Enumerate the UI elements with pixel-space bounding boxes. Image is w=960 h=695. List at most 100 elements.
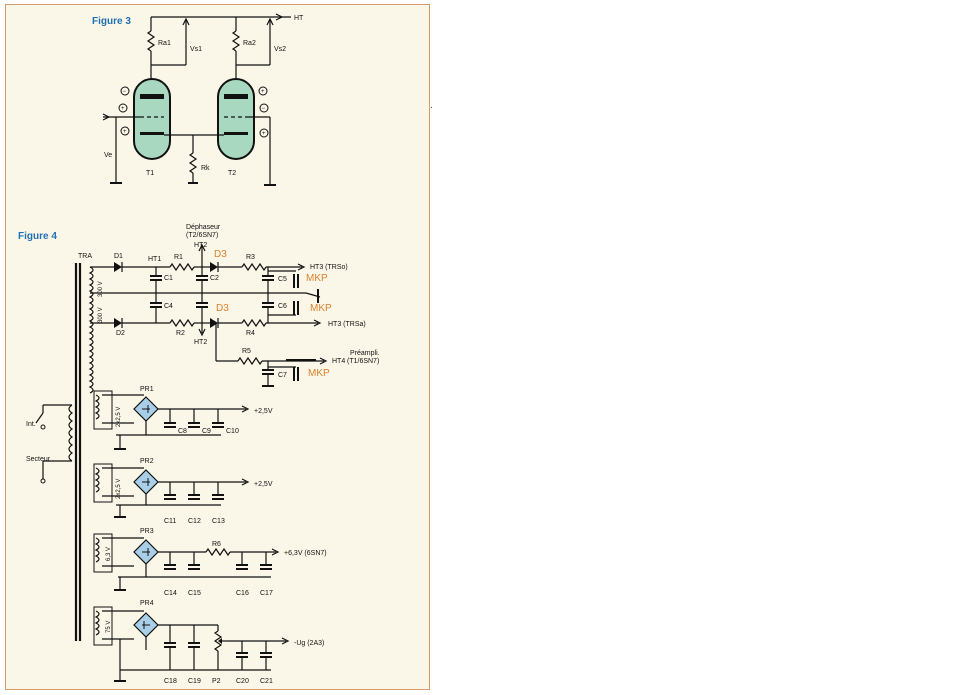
schematic-drawing: HT Ra1 Vs1 Ra2 Vs2 <box>26 13 380 685</box>
ra1-label: Ra1 <box>158 40 171 47</box>
c20-label: C20 <box>236 678 249 685</box>
tube-t2 <box>217 78 255 160</box>
phase-splitter-model: (T2/6SN7) <box>186 232 218 239</box>
rk-label: Rk <box>201 165 210 172</box>
pr4-label: PR4 <box>140 600 154 607</box>
svg-text:−: − <box>262 106 266 112</box>
c13-label: C13 <box>212 518 225 525</box>
c18-label: C18 <box>164 678 177 685</box>
svg-text:+: + <box>261 89 265 95</box>
phase-splitter-label: Déphaseur <box>186 224 221 231</box>
pr1-block: 2x2,5 V PR1 +2,5V C8 C9 <box>93 386 273 450</box>
mkp-annotation-2: MKP <box>310 303 332 314</box>
figure-3-diagram: HT Ra1 Vs1 Ra2 Vs2 <box>102 13 304 186</box>
c21-label: C21 <box>260 678 273 685</box>
tube-t1 <box>133 78 171 160</box>
ve-label: Ve <box>104 152 112 159</box>
c17-label: C17 <box>260 590 273 597</box>
svg-text:+: + <box>262 131 266 137</box>
mains-label: Secteur <box>26 456 51 463</box>
pr4-winding-label: 75 V <box>106 621 112 633</box>
polarity-signs: − + + + − + <box>118 86 269 138</box>
pr1-winding-label: 2x2,5 V <box>116 407 122 427</box>
diode-d2 <box>114 318 122 328</box>
pr3-winding-label: 6,3 V <box>106 547 112 561</box>
r3-label: R3 <box>246 254 255 261</box>
top-capacitors: C1 C2 C5 MKP <box>150 267 328 288</box>
c7-label: C7 <box>278 372 287 379</box>
mkp-annotation-3: MKP <box>308 368 330 379</box>
c5-label: C5 <box>278 276 287 283</box>
diode-d1 <box>114 262 122 272</box>
figure-4-title: Figure 4 <box>18 231 57 242</box>
resistor-r4 <box>241 318 267 328</box>
tra-label: TRA <box>78 253 92 260</box>
ht-winding <box>88 266 94 394</box>
resistor-ra2 <box>231 30 241 52</box>
preampli-label: Préampli. <box>350 350 380 357</box>
c16-label: C16 <box>236 590 249 597</box>
preampli-model: (T1/6SN7) <box>347 358 379 365</box>
pr2-output-label: +2,5V <box>254 481 273 488</box>
t1-label: T1 <box>146 170 154 177</box>
r6-label: R6 <box>212 541 221 548</box>
svg-text:−: − <box>123 89 127 95</box>
resistor-rk <box>188 152 198 174</box>
stray-dot: . <box>430 100 433 111</box>
ht3-top-label: HT3 (TRSo) <box>310 264 348 271</box>
pr1-output-label: +2,5V <box>254 408 273 415</box>
primary-winding <box>68 404 74 462</box>
r1-label: R1 <box>174 254 183 261</box>
c11-label: C11 <box>164 518 176 525</box>
ht2-bottom-label: HT2 <box>194 339 207 346</box>
switch-label: Int. <box>26 421 36 428</box>
pr2-block: 2x2,5 V PR2 +2,5V C11 C1 <box>93 458 273 525</box>
ht2-top-label: HT2 <box>194 242 207 249</box>
ht3-bottom-label: HT3 (TRSa) <box>328 321 366 328</box>
svg-text:+: + <box>123 129 127 135</box>
winding-300b-label: 300 V <box>98 307 104 323</box>
d2-label: D2 <box>116 330 125 337</box>
r4-label: R4 <box>246 330 255 337</box>
winding-300a-label: 300 V <box>98 281 104 297</box>
t2-label: T2 <box>228 170 236 177</box>
ra2-label: Ra2 <box>243 40 256 47</box>
pr3-output-label: +6,3V (6SN7) <box>284 550 327 557</box>
resistor-r3 <box>241 262 267 272</box>
diode-d3-bottom <box>210 318 218 328</box>
ht4-label: HT4 <box>332 358 345 365</box>
vs1-label: Vs1 <box>190 46 202 53</box>
schematic-frame: Figure 3 Figure 4 HT Ra1 Vs1 Ra2 <box>5 4 430 690</box>
c10-label: C10 <box>226 428 239 435</box>
figure-3-title: Figure 3 <box>92 16 131 27</box>
c8-label: C8 <box>178 428 187 435</box>
mkp-annotation-1: MKP <box>306 273 328 284</box>
pr3-block: 6,3 V PR3 R6 +6,3V (6SN7) C14 <box>93 528 327 597</box>
ht-arrow <box>275 13 284 21</box>
pr2-label: PR2 <box>140 458 154 465</box>
diode-d3-top <box>210 262 218 272</box>
resistor-r2 <box>169 318 195 328</box>
potentiometer-p2 <box>213 630 223 652</box>
c15-label: C15 <box>188 590 201 597</box>
pr1-label: PR1 <box>140 386 154 393</box>
pr2-winding-label: 2x2,5 V <box>116 479 122 499</box>
pr4-block: 75 V PR4 C18 C19 <box>93 600 324 685</box>
resistor-r6 <box>205 547 231 557</box>
pr4-output-label: -Ug (2A3) <box>294 640 324 647</box>
d1-label: D1 <box>114 253 123 260</box>
resistor-ra1 <box>146 30 156 52</box>
c4-label: C4 <box>164 303 173 310</box>
resistor-r1 <box>169 262 195 272</box>
r5-label: R5 <box>242 348 251 355</box>
bottom-capacitors: C4 D3 C6 MKP <box>150 301 332 323</box>
c14-label: C14 <box>164 590 177 597</box>
figure-4-diagram: TRA Int. Secteur 300 V 300 V D1 HT1 <box>26 224 380 685</box>
c2-label: C2 <box>210 275 219 282</box>
c19-label: C19 <box>188 678 201 685</box>
c12-label: C12 <box>188 518 201 525</box>
pr3-label: PR3 <box>140 528 154 535</box>
ht1-label: HT1 <box>148 256 161 263</box>
d3-bottom-annotation: D3 <box>216 303 229 314</box>
c6-label: C6 <box>278 303 287 310</box>
